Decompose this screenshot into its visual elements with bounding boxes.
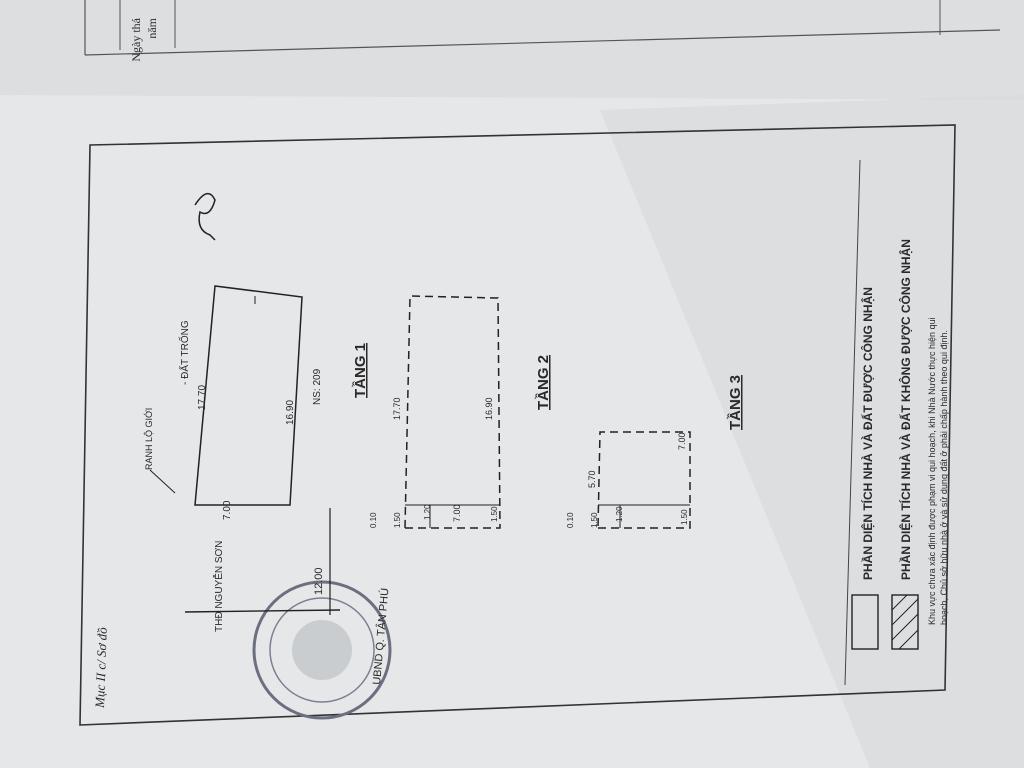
floor-1-width: 7.00 [452,504,462,522]
legend-item-recognized: PHẦN DIỆN TÍCH NHÀ VÀ ĐẤT ĐƯỢC CÔNG NHẬN [860,287,875,580]
lot-width: 7.00 [222,500,233,520]
floor-2-dim-c: 1.50 [680,509,689,525]
seal-stamp: UBND Q. TÂN PHÚ [252,580,392,720]
street: THĐ NGUYỄN SƠN 12.00 [184,508,341,632]
floor-2-setback: 0.10 [566,512,575,528]
legend-blank-swatch [851,594,879,650]
date-label-2: năm [145,17,159,38]
street-width: 12.00 [313,567,325,595]
vacant-land-label: - ĐẤT TRỐNG [177,320,191,385]
floor-2-outline [597,431,691,529]
date-label: Ngày thá [129,17,143,61]
legend-hatched-swatch [891,594,919,650]
floor-1-outline [404,295,501,529]
legend-item-not-recognized: PHẦN DIỆN TÍCH NHÀ VÀ ĐẤT KHÔNG ĐƯỢC CÔN… [898,239,913,580]
lot-length-top: 17.70 [197,385,208,410]
legend-note-line-1: Khu vực chưa xác định được phạm vi qui h… [927,317,937,625]
signature [194,192,216,241]
floor-2-dim-a: 1.50 [590,512,599,528]
floor-1-length-top: 17.70 [392,397,402,420]
sketch-frame [79,124,956,726]
floor-2-length-top: 5.70 [587,470,597,488]
floor-2-dim-b: 1.20 [615,506,624,522]
floor-3-title: TẦNG 3 [727,375,744,430]
boundary: RANH LỘ GIỚI [144,408,176,494]
lot-length-bottom: 16.90 [285,400,296,425]
floor-2-title: TẦNG 2 [535,355,552,410]
floor-1-length-bottom: 16.90 [484,397,494,420]
legend-divider [844,159,861,686]
legend: PHẦN DIỆN TÍCH NHÀ VÀ ĐẤT ĐƯỢC CÔNG NHẬN… [851,239,949,650]
street-name: THĐ NGUYỄN SƠN [212,541,225,632]
floor-1-setback: 0.10 [369,512,378,528]
floor-1-dim-b: 1.20 [423,504,432,520]
floor-1-dim-c: 1.50 [490,506,499,522]
floor-2-width: 7.00 [677,432,687,450]
top-form-strip: Ngày thá năm [84,0,1001,62]
floor-1-plan: TẦNG 1 17.70 16.90 7.00 0.10 1.50 1.20 1… [352,295,501,529]
section-title: Mục II c/ Sơ đồ [92,627,110,710]
lot-number: NS: 209 [312,368,323,405]
lot-outline [194,285,303,506]
legend-note-line-2: hoạch, Chủ sở hữu nhà ở và sử dụng đất ở… [939,330,949,625]
floor-2-plan: TẦNG 2 5.70 7.00 0.10 1.50 1.20 1.50 [535,355,691,529]
boundary-label: RANH LỘ GIỚI [144,408,154,470]
floor-1-title: TẦNG 1 [352,343,369,398]
lot-plan: - ĐẤT TRỐNG 17.70 16.90 7.00 NS: 209 [177,285,323,520]
floor-1-dim-a: 1.50 [393,512,402,528]
